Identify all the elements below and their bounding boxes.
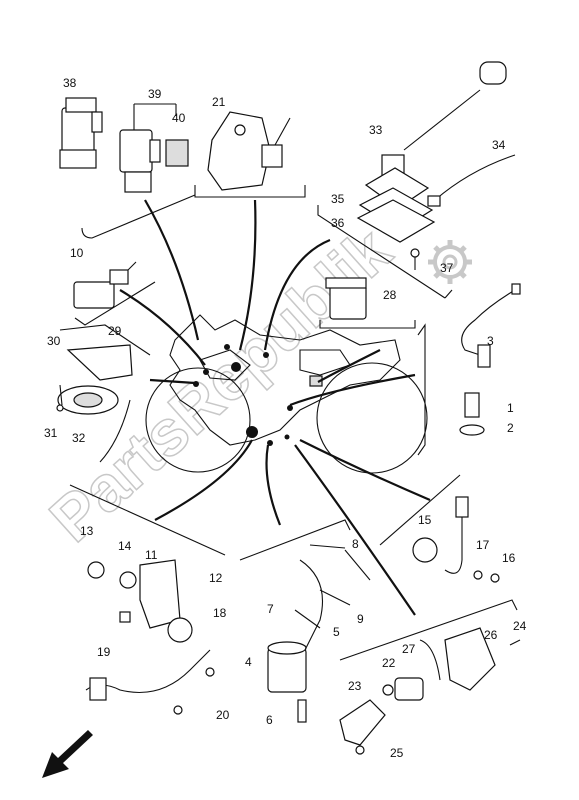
callout-36: 36 [331,216,345,230]
sensor-33-37 [356,61,507,270]
lead-34 [427,154,516,207]
callout-16: 16 [502,551,516,565]
callout-13: 13 [80,524,94,538]
parts-11-20 [85,559,215,715]
callout-numbers: 1 2 3 4 5 6 7 8 9 10 11 12 13 14 15 16 1… [44,76,527,760]
parts-15-17 [412,496,500,583]
callout-34: 34 [492,138,506,152]
horn-29-32 [56,344,133,463]
callout-32: 32 [72,431,86,445]
sensor-1-2 [459,392,485,436]
callout-20: 20 [216,708,230,722]
callout-25: 25 [390,746,404,760]
starter-relay-21 [207,111,291,191]
front-direction-arrow-icon [42,730,93,778]
relay-38 [59,97,103,169]
callout-1: 1 [507,401,514,415]
callout-35: 35 [331,192,345,206]
gear-watermark-icon [428,240,472,284]
parts-22-27 [339,627,521,755]
switch-10 [73,261,137,309]
callout-31: 31 [44,426,58,440]
callout-5: 5 [333,625,340,639]
callout-2: 2 [507,421,514,435]
callout-29: 29 [108,324,122,338]
callout-19: 19 [97,645,111,659]
callout-18: 18 [213,606,227,620]
callout-10: 10 [70,246,84,260]
watermark-text: PartsRepublik [36,214,404,556]
callout-8: 8 [352,537,359,551]
relay-39-40 [119,103,189,193]
callout-12: 12 [209,571,223,585]
callout-40: 40 [172,111,186,125]
callout-15: 15 [418,513,432,527]
callout-14: 14 [118,539,132,553]
parts-4-9 [267,544,371,723]
callout-3: 3 [487,334,494,348]
callout-22: 22 [382,656,396,670]
callout-24: 24 [513,619,527,633]
callout-17: 17 [476,538,490,552]
leader-wires [119,199,431,616]
callout-7: 7 [267,602,274,616]
callout-6: 6 [266,713,273,727]
callout-9: 9 [357,612,364,626]
callout-30: 30 [47,334,61,348]
callout-37: 37 [440,261,454,275]
callout-4: 4 [245,655,252,669]
callout-23: 23 [348,679,362,693]
callout-39: 39 [148,87,162,101]
callout-38: 38 [63,76,77,90]
callout-21: 21 [212,95,226,109]
callout-11: 11 [145,548,158,562]
callout-26: 26 [484,628,498,642]
callout-33: 33 [369,123,383,137]
cable-3 [461,283,521,368]
relay-28 [325,277,367,320]
callout-27: 27 [402,642,416,656]
callout-28: 28 [383,288,397,302]
